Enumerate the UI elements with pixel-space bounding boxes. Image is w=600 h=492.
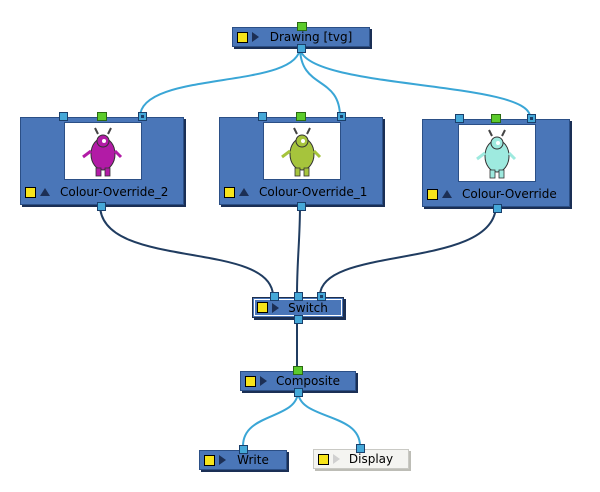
drawing-input-port[interactable] <box>297 22 307 31</box>
switch-node[interactable]: Switch <box>252 292 344 324</box>
enable-toggle-icon[interactable] <box>427 188 438 200</box>
wire-drawing-to-co2[interactable] <box>139 46 301 118</box>
wire-drawing-to-co0[interactable] <box>299 46 531 118</box>
node-label: Switch <box>288 300 328 315</box>
wire-composite-to-display[interactable] <box>297 390 361 447</box>
enable-toggle-icon[interactable] <box>25 186 36 198</box>
collapse-arrow-icon[interactable] <box>40 188 50 196</box>
switch-input-port-3[interactable] <box>317 292 326 301</box>
node-label: Write <box>237 453 269 467</box>
expand-arrow-icon[interactable] <box>260 376 267 386</box>
character-thumbnail-icon <box>476 129 517 179</box>
input-port-right[interactable] <box>138 112 147 121</box>
composite-node[interactable]: Composite <box>240 366 356 397</box>
enable-toggle-icon[interactable] <box>245 375 256 387</box>
thumbnail <box>458 124 536 182</box>
composite-output-port[interactable] <box>294 388 303 397</box>
enable-toggle-icon[interactable] <box>204 454 215 466</box>
expand-arrow-icon[interactable] <box>252 32 259 42</box>
wire-co2-to-switch[interactable] <box>99 204 274 296</box>
input-port-left[interactable] <box>455 114 464 123</box>
input-port-middle[interactable] <box>296 112 306 121</box>
output-port[interactable] <box>493 204 502 213</box>
switch-output-port[interactable] <box>294 315 303 324</box>
drawing-node[interactable]: Drawing [tvg] <box>232 22 370 53</box>
character-thumbnail-icon <box>281 127 322 177</box>
composite-input-port[interactable] <box>293 366 303 375</box>
node-label: Colour-Override_2 <box>60 185 169 199</box>
wire-composite-to-write[interactable] <box>242 390 299 447</box>
output-port[interactable] <box>297 202 306 211</box>
wire-drawing-to-co1[interactable] <box>299 46 341 118</box>
input-port-left[interactable] <box>59 112 68 121</box>
input-port-middle[interactable] <box>97 112 107 121</box>
enable-toggle-icon[interactable] <box>224 186 235 198</box>
colour-override-1-node[interactable]: Colour-Override_1 <box>219 112 383 211</box>
thumbnail <box>64 122 142 180</box>
write-node[interactable]: Write <box>199 445 287 470</box>
colour-override-node[interactable]: Colour-Override <box>422 114 570 213</box>
write-input-port[interactable] <box>239 445 248 454</box>
node-label: Colour-Override_1 <box>259 185 368 199</box>
display-input-port[interactable] <box>356 444 365 453</box>
wire-co0-to-switch[interactable] <box>319 204 497 296</box>
collapse-arrow-icon[interactable] <box>442 190 452 198</box>
node-label: Drawing [tvg] <box>269 30 353 44</box>
input-port-middle[interactable] <box>491 114 501 123</box>
input-port-left[interactable] <box>258 112 267 121</box>
output-port[interactable] <box>97 202 106 211</box>
enable-toggle-icon[interactable] <box>257 302 268 313</box>
node-label: Composite <box>275 374 341 388</box>
input-port-right[interactable] <box>527 114 536 123</box>
switch-input-port-1[interactable] <box>270 292 279 301</box>
input-port-right[interactable] <box>337 112 346 121</box>
node-label: Display <box>348 452 394 466</box>
collapse-arrow-icon[interactable] <box>239 188 249 196</box>
expand-arrow-icon[interactable] <box>219 455 226 465</box>
wire-co1-to-switch[interactable] <box>296 204 301 296</box>
switch-input-port-2[interactable] <box>294 292 303 301</box>
enable-toggle-icon[interactable] <box>318 453 329 465</box>
thumbnail <box>263 122 341 180</box>
node-label: Colour-Override <box>462 187 557 201</box>
colour-override-2-node[interactable]: Colour-Override_2 <box>20 112 184 211</box>
display-node[interactable]: Display <box>313 444 409 469</box>
expand-arrow-icon[interactable] <box>333 454 340 464</box>
drawing-output-port[interactable] <box>297 44 306 53</box>
expand-arrow-icon[interactable] <box>272 302 279 313</box>
enable-toggle-icon[interactable] <box>237 31 248 43</box>
character-thumbnail-icon <box>82 127 123 177</box>
